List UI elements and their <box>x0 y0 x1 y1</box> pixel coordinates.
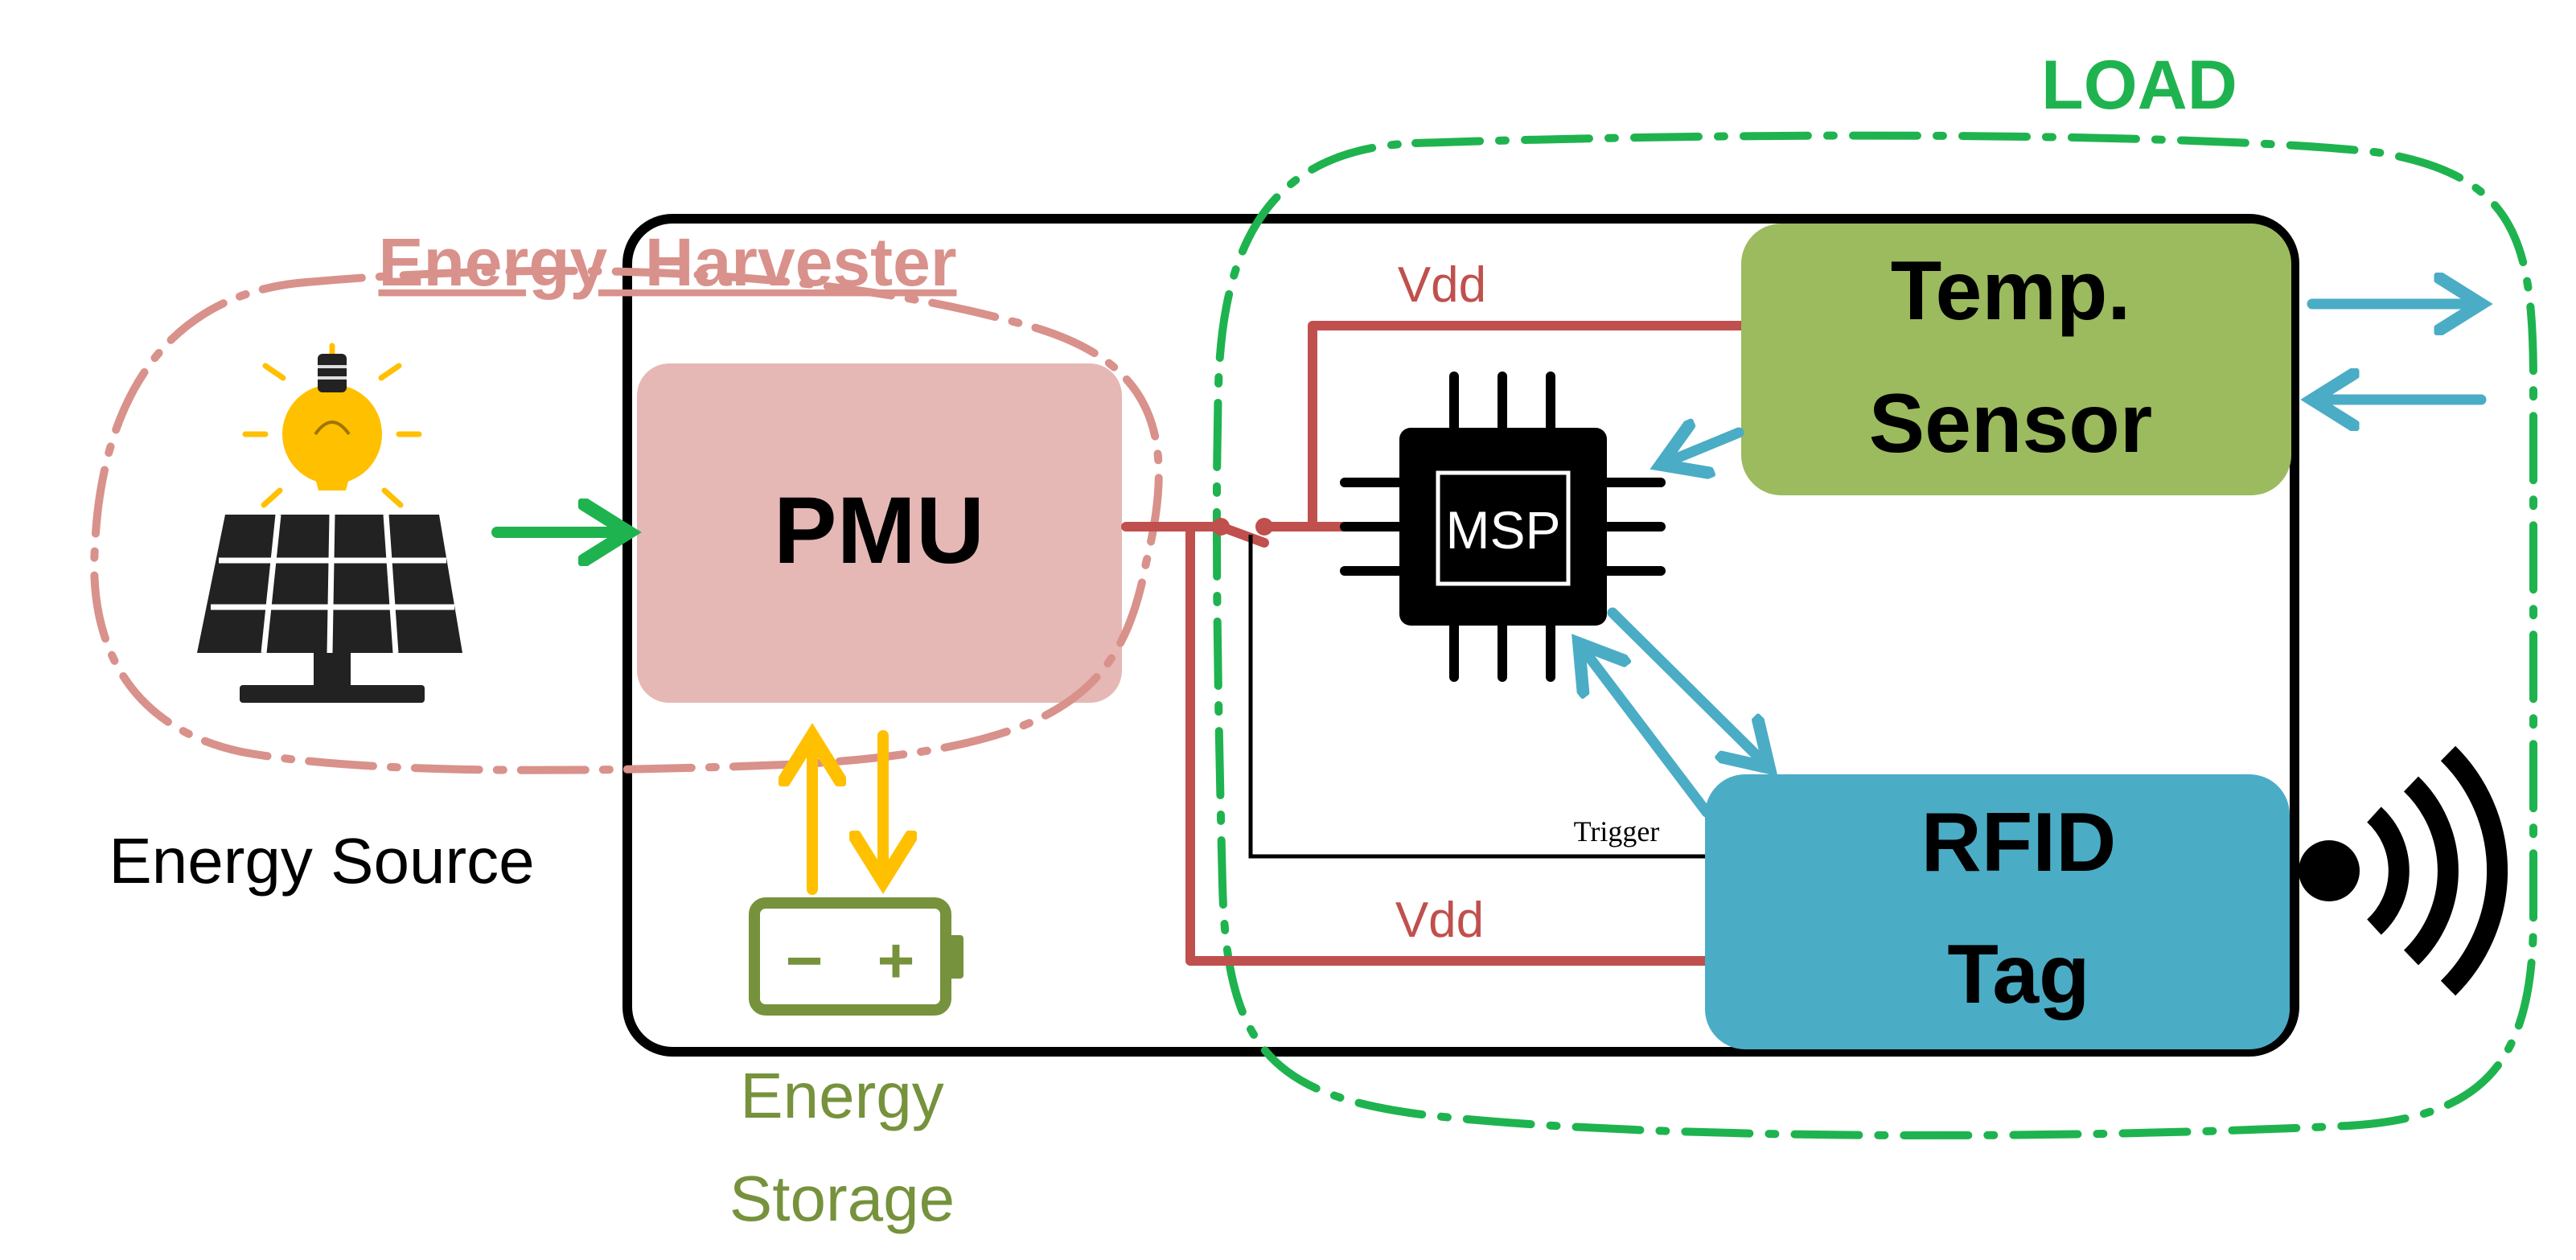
energy-storage-label-line2: Storage <box>729 1163 955 1234</box>
pmu-block <box>637 363 1122 703</box>
wireless-signal-icon <box>2299 745 2508 996</box>
energy-storage-label-line1: Energy <box>740 1060 943 1131</box>
msp-to-rfid-arrow <box>1607 607 1769 768</box>
vdd-label-top: Vdd <box>1398 257 1486 313</box>
temp-sensor-label-line1: Temp. <box>1891 244 2131 338</box>
microcontroller-chip-icon: MSP <box>1340 371 1666 682</box>
system-frame <box>622 214 2299 1057</box>
energy-source-label: Energy Source <box>109 825 534 897</box>
rfid-to-msp-arrow <box>1579 643 1712 818</box>
load-label: LOAD <box>2041 47 2237 124</box>
solar-panel-icon <box>197 514 462 703</box>
rfid-tag-block <box>1705 774 2290 1049</box>
sensor-to-msp-arrow <box>1661 433 1744 465</box>
pmu-label: PMU <box>774 478 984 584</box>
light-bulb-icon <box>242 343 422 508</box>
switch-contact-right <box>1255 518 1273 536</box>
battery-plus-label: + <box>877 925 915 996</box>
load-boundary <box>1212 131 2537 1139</box>
trigger-label: Trigger <box>1574 815 1660 848</box>
battery-minus-label: − <box>786 925 824 996</box>
trigger-line <box>1248 535 1705 859</box>
temp-sensor-label-line2: Sensor <box>1869 377 2153 470</box>
vdd-label-bottom: Vdd <box>1395 893 1484 948</box>
energy-harvester-label: Energy Harvester <box>378 224 956 300</box>
battery-icon: − + <box>749 897 963 1016</box>
msp-label: MSP <box>1445 500 1560 560</box>
temp-sensor-block <box>1741 224 2291 495</box>
rfid-tag-label-line2: Tag <box>1947 928 2089 1021</box>
rfid-tag-label-line1: RFID <box>1921 796 2117 889</box>
switch-contact-left <box>1212 518 1230 536</box>
